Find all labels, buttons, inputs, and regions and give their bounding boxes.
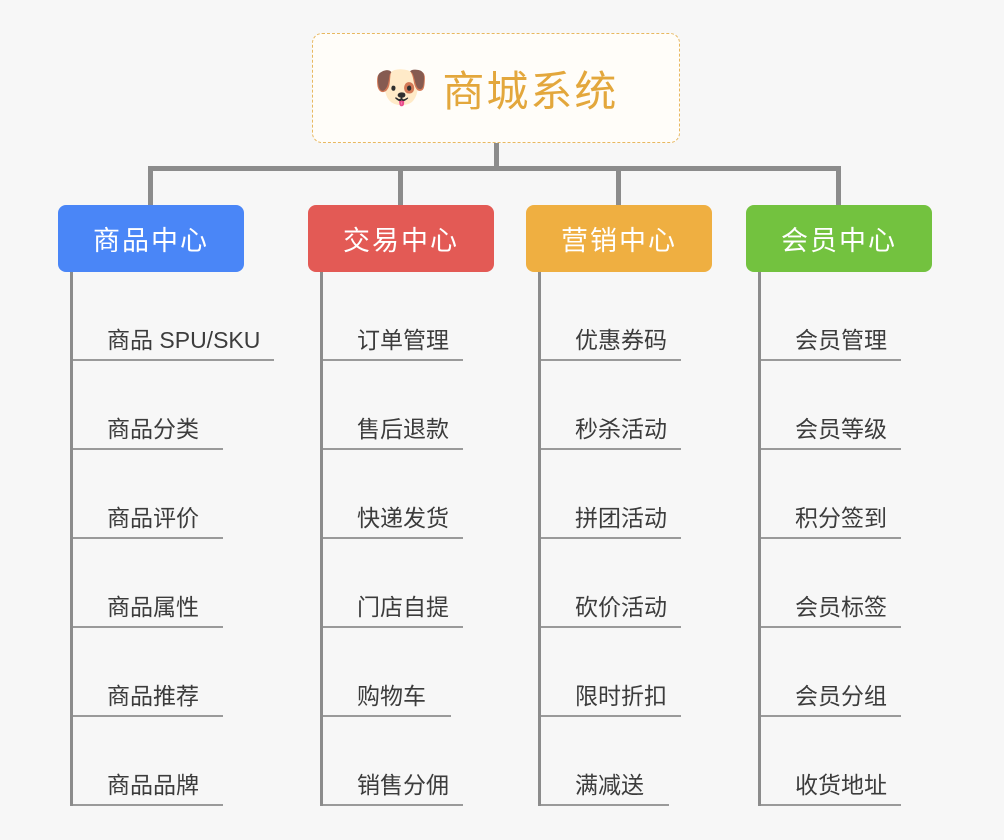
shiba-dog-face-icon: 🐶 <box>373 63 429 112</box>
list-item-label: 砍价活动 <box>541 594 681 628</box>
list-item[interactable]: 购物车 <box>323 628 528 717</box>
list-item[interactable]: 砍价活动 <box>541 539 746 628</box>
root-title: 商城系统 <box>442 67 619 115</box>
branch-marketing-center: 营销中心 优惠券码 秒杀活动 拼团活动 砍价活动 限时折扣 <box>526 205 746 806</box>
branch-items-trade-center: 订单管理 售后退款 快递发货 门店自提 购物车 销售分佣 <box>320 272 528 806</box>
list-item[interactable]: 满减送 <box>541 717 746 806</box>
list-item[interactable]: 会员标签 <box>761 539 966 628</box>
list-item-label: 快递发货 <box>323 505 463 539</box>
branch-header-product-center[interactable]: 商品中心 <box>58 205 244 272</box>
list-item-label: 售后退款 <box>323 416 463 450</box>
connector-horizontal-bus <box>148 166 841 171</box>
list-item[interactable]: 快递发货 <box>323 450 528 539</box>
list-item[interactable]: 会员分组 <box>761 628 966 717</box>
list-item[interactable]: 售后退款 <box>323 361 528 450</box>
branch-header-trade-center[interactable]: 交易中心 <box>308 205 494 272</box>
list-item[interactable]: 门店自提 <box>323 539 528 628</box>
list-item[interactable]: 商品品牌 <box>73 717 288 806</box>
branch-items-member-center: 会员管理 会员等级 积分签到 会员标签 会员分组 收货地址 <box>758 272 966 806</box>
list-item-label: 订单管理 <box>323 327 463 361</box>
list-item-label: 满减送 <box>541 772 669 806</box>
list-item-label: 商品品牌 <box>73 772 223 806</box>
list-item-label: 会员分组 <box>761 683 901 717</box>
list-item-label: 积分签到 <box>761 505 901 539</box>
list-item[interactable]: 拼团活动 <box>541 450 746 539</box>
list-item[interactable]: 收货地址 <box>761 717 966 806</box>
list-item-label: 商品 SPU/SKU <box>73 327 275 361</box>
list-item-label: 会员标签 <box>761 594 901 628</box>
connector-root-stem <box>494 143 499 170</box>
list-item-label: 优惠券码 <box>541 327 681 361</box>
list-item-label: 商品分类 <box>73 416 223 450</box>
list-item[interactable]: 会员管理 <box>761 272 966 361</box>
list-item-label: 会员管理 <box>761 327 901 361</box>
branch-header-member-center[interactable]: 会员中心 <box>746 205 932 272</box>
branch-header-label: 营销中心 <box>561 226 677 256</box>
branch-header-marketing-center[interactable]: 营销中心 <box>526 205 712 272</box>
branch-member-center: 会员中心 会员管理 会员等级 积分签到 会员标签 会员分组 <box>746 205 966 806</box>
list-item[interactable]: 积分签到 <box>761 450 966 539</box>
branch-trade-center: 交易中心 订单管理 售后退款 快递发货 门店自提 购物车 <box>308 205 528 806</box>
list-item-label: 秒杀活动 <box>541 416 681 450</box>
list-item-label: 门店自提 <box>323 594 463 628</box>
branch-header-label: 商品中心 <box>93 226 209 256</box>
list-item[interactable]: 商品推荐 <box>73 628 288 717</box>
list-item[interactable]: 商品分类 <box>73 361 288 450</box>
list-item[interactable]: 商品属性 <box>73 539 288 628</box>
root-node[interactable]: 🐶 商城系统 <box>312 33 680 143</box>
list-item-label: 收货地址 <box>761 772 901 806</box>
list-item[interactable]: 会员等级 <box>761 361 966 450</box>
list-item-label: 商品属性 <box>73 594 223 628</box>
list-item[interactable]: 商品评价 <box>73 450 288 539</box>
list-item[interactable]: 限时折扣 <box>541 628 746 717</box>
list-item-label: 会员等级 <box>761 416 901 450</box>
connector-drop-trade-center <box>398 166 403 205</box>
list-item-label: 商品推荐 <box>73 683 223 717</box>
list-item-label: 销售分佣 <box>323 772 463 806</box>
branch-header-label: 交易中心 <box>343 226 459 256</box>
connector-drop-marketing-center <box>616 166 621 205</box>
list-item-label: 购物车 <box>323 683 451 717</box>
list-item[interactable]: 销售分佣 <box>323 717 528 806</box>
list-item[interactable]: 优惠券码 <box>541 272 746 361</box>
list-item-label: 商品评价 <box>73 505 223 539</box>
branch-items-product-center: 商品 SPU/SKU 商品分类 商品评价 商品属性 商品推荐 商品品牌 <box>70 272 288 806</box>
list-item-label: 限时折扣 <box>541 683 681 717</box>
list-item-label: 拼团活动 <box>541 505 681 539</box>
connector-drop-product-center <box>148 166 153 205</box>
branch-product-center: 商品中心 商品 SPU/SKU 商品分类 商品评价 商品属性 商品推荐 <box>58 205 288 806</box>
list-item[interactable]: 订单管理 <box>323 272 528 361</box>
branch-header-label: 会员中心 <box>781 226 897 256</box>
list-item[interactable]: 商品 SPU/SKU <box>73 272 288 361</box>
branch-columns: 商品中心 商品 SPU/SKU 商品分类 商品评价 商品属性 商品推荐 <box>0 205 1004 840</box>
list-item[interactable]: 秒杀活动 <box>541 361 746 450</box>
branch-items-marketing-center: 优惠券码 秒杀活动 拼团活动 砍价活动 限时折扣 满减送 <box>538 272 746 806</box>
connector-drop-member-center <box>836 166 841 205</box>
